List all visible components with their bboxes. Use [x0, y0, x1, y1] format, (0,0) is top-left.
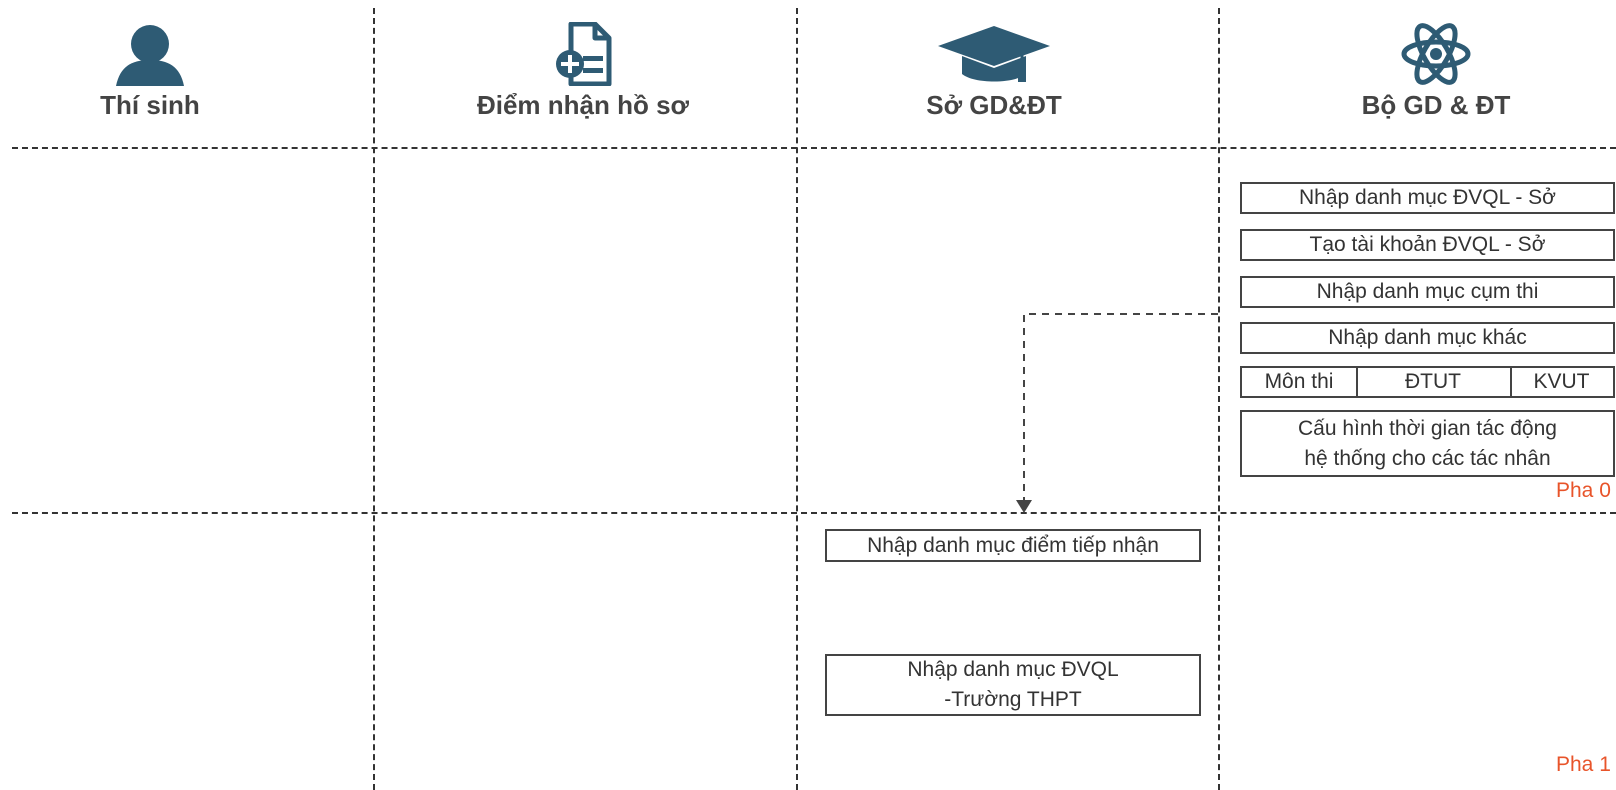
box-tao-tai-khoan: Tạo tài khoản ĐVQL - Sở	[1240, 229, 1615, 261]
lane-divider-2	[796, 8, 798, 790]
box-cau-hinh-thoi-gian: Cấu hình thời gian tác động hệ thống cho…	[1240, 410, 1615, 477]
lane-title: Bộ GD & ĐT	[1361, 90, 1511, 120]
box-label: Nhập danh mục cụm thi	[1316, 280, 1539, 303]
graduation-cap-icon	[938, 26, 1050, 82]
box-label: Nhập danh mục điểm tiếp nhận	[867, 533, 1159, 557]
box-label-line2: hệ thống cho các tác nhân	[1304, 446, 1551, 470]
categories-row: Môn thi ĐTUT KVUT	[1240, 366, 1615, 398]
box-nhap-dvql-so: Nhập danh mục ĐVQL - Sở	[1240, 182, 1615, 214]
lane-header-bo-gddt: Bộ GD & ĐT	[1286, 22, 1586, 121]
lane-title: Điểm nhận hồ sơ	[476, 90, 690, 120]
box-label: Tạo tài khoản ĐVQL - Sở	[1309, 233, 1546, 256]
phase-0-label: Pha 0	[1556, 479, 1611, 502]
box-label-line1: Nhập danh mục ĐVQL	[907, 658, 1119, 681]
lane-title: Sở GD&ĐT	[926, 90, 1062, 120]
lane-title: Thí sinh	[100, 90, 200, 120]
header-divider	[12, 147, 1616, 149]
category-dtut: ĐTUT	[1356, 368, 1512, 396]
box-label-line1: Cấu hình thời gian tác động	[1298, 416, 1557, 440]
phase-divider	[12, 512, 1616, 514]
lane-divider-1	[373, 8, 375, 790]
person-icon	[116, 25, 184, 86]
category-mon-thi: Môn thi	[1242, 368, 1358, 396]
category-kvut: KVUT	[1533, 370, 1590, 393]
atom-icon	[1401, 23, 1471, 85]
lane-divider-3	[1218, 8, 1220, 790]
box-nhap-dvql-truong: Nhập danh mục ĐVQL -Trường THPT	[825, 654, 1201, 716]
box-nhap-danh-muc-khac: Nhập danh mục khác	[1240, 322, 1615, 354]
box-nhap-cum-thi: Nhập danh mục cụm thi	[1240, 276, 1615, 308]
phase-1-label: Pha 1	[1556, 753, 1611, 776]
arrow-head-icon	[1016, 500, 1032, 513]
box-label: Nhập danh mục khác	[1328, 326, 1527, 349]
box-nhap-diem-tiep-nhan: Nhập danh mục điểm tiếp nhận	[825, 529, 1201, 562]
lane-header-diem-nhan-ho-so: Điểm nhận hồ sơ	[433, 22, 733, 121]
lane-header-so-gddt: Sở GD&ĐT	[844, 22, 1144, 121]
document-add-icon	[556, 22, 612, 86]
box-label: Nhập danh mục ĐVQL - Sở	[1299, 186, 1556, 209]
box-label-line2: -Trường THPT	[944, 688, 1082, 711]
lane-header-thi-sinh: Thí sinh	[0, 22, 300, 121]
